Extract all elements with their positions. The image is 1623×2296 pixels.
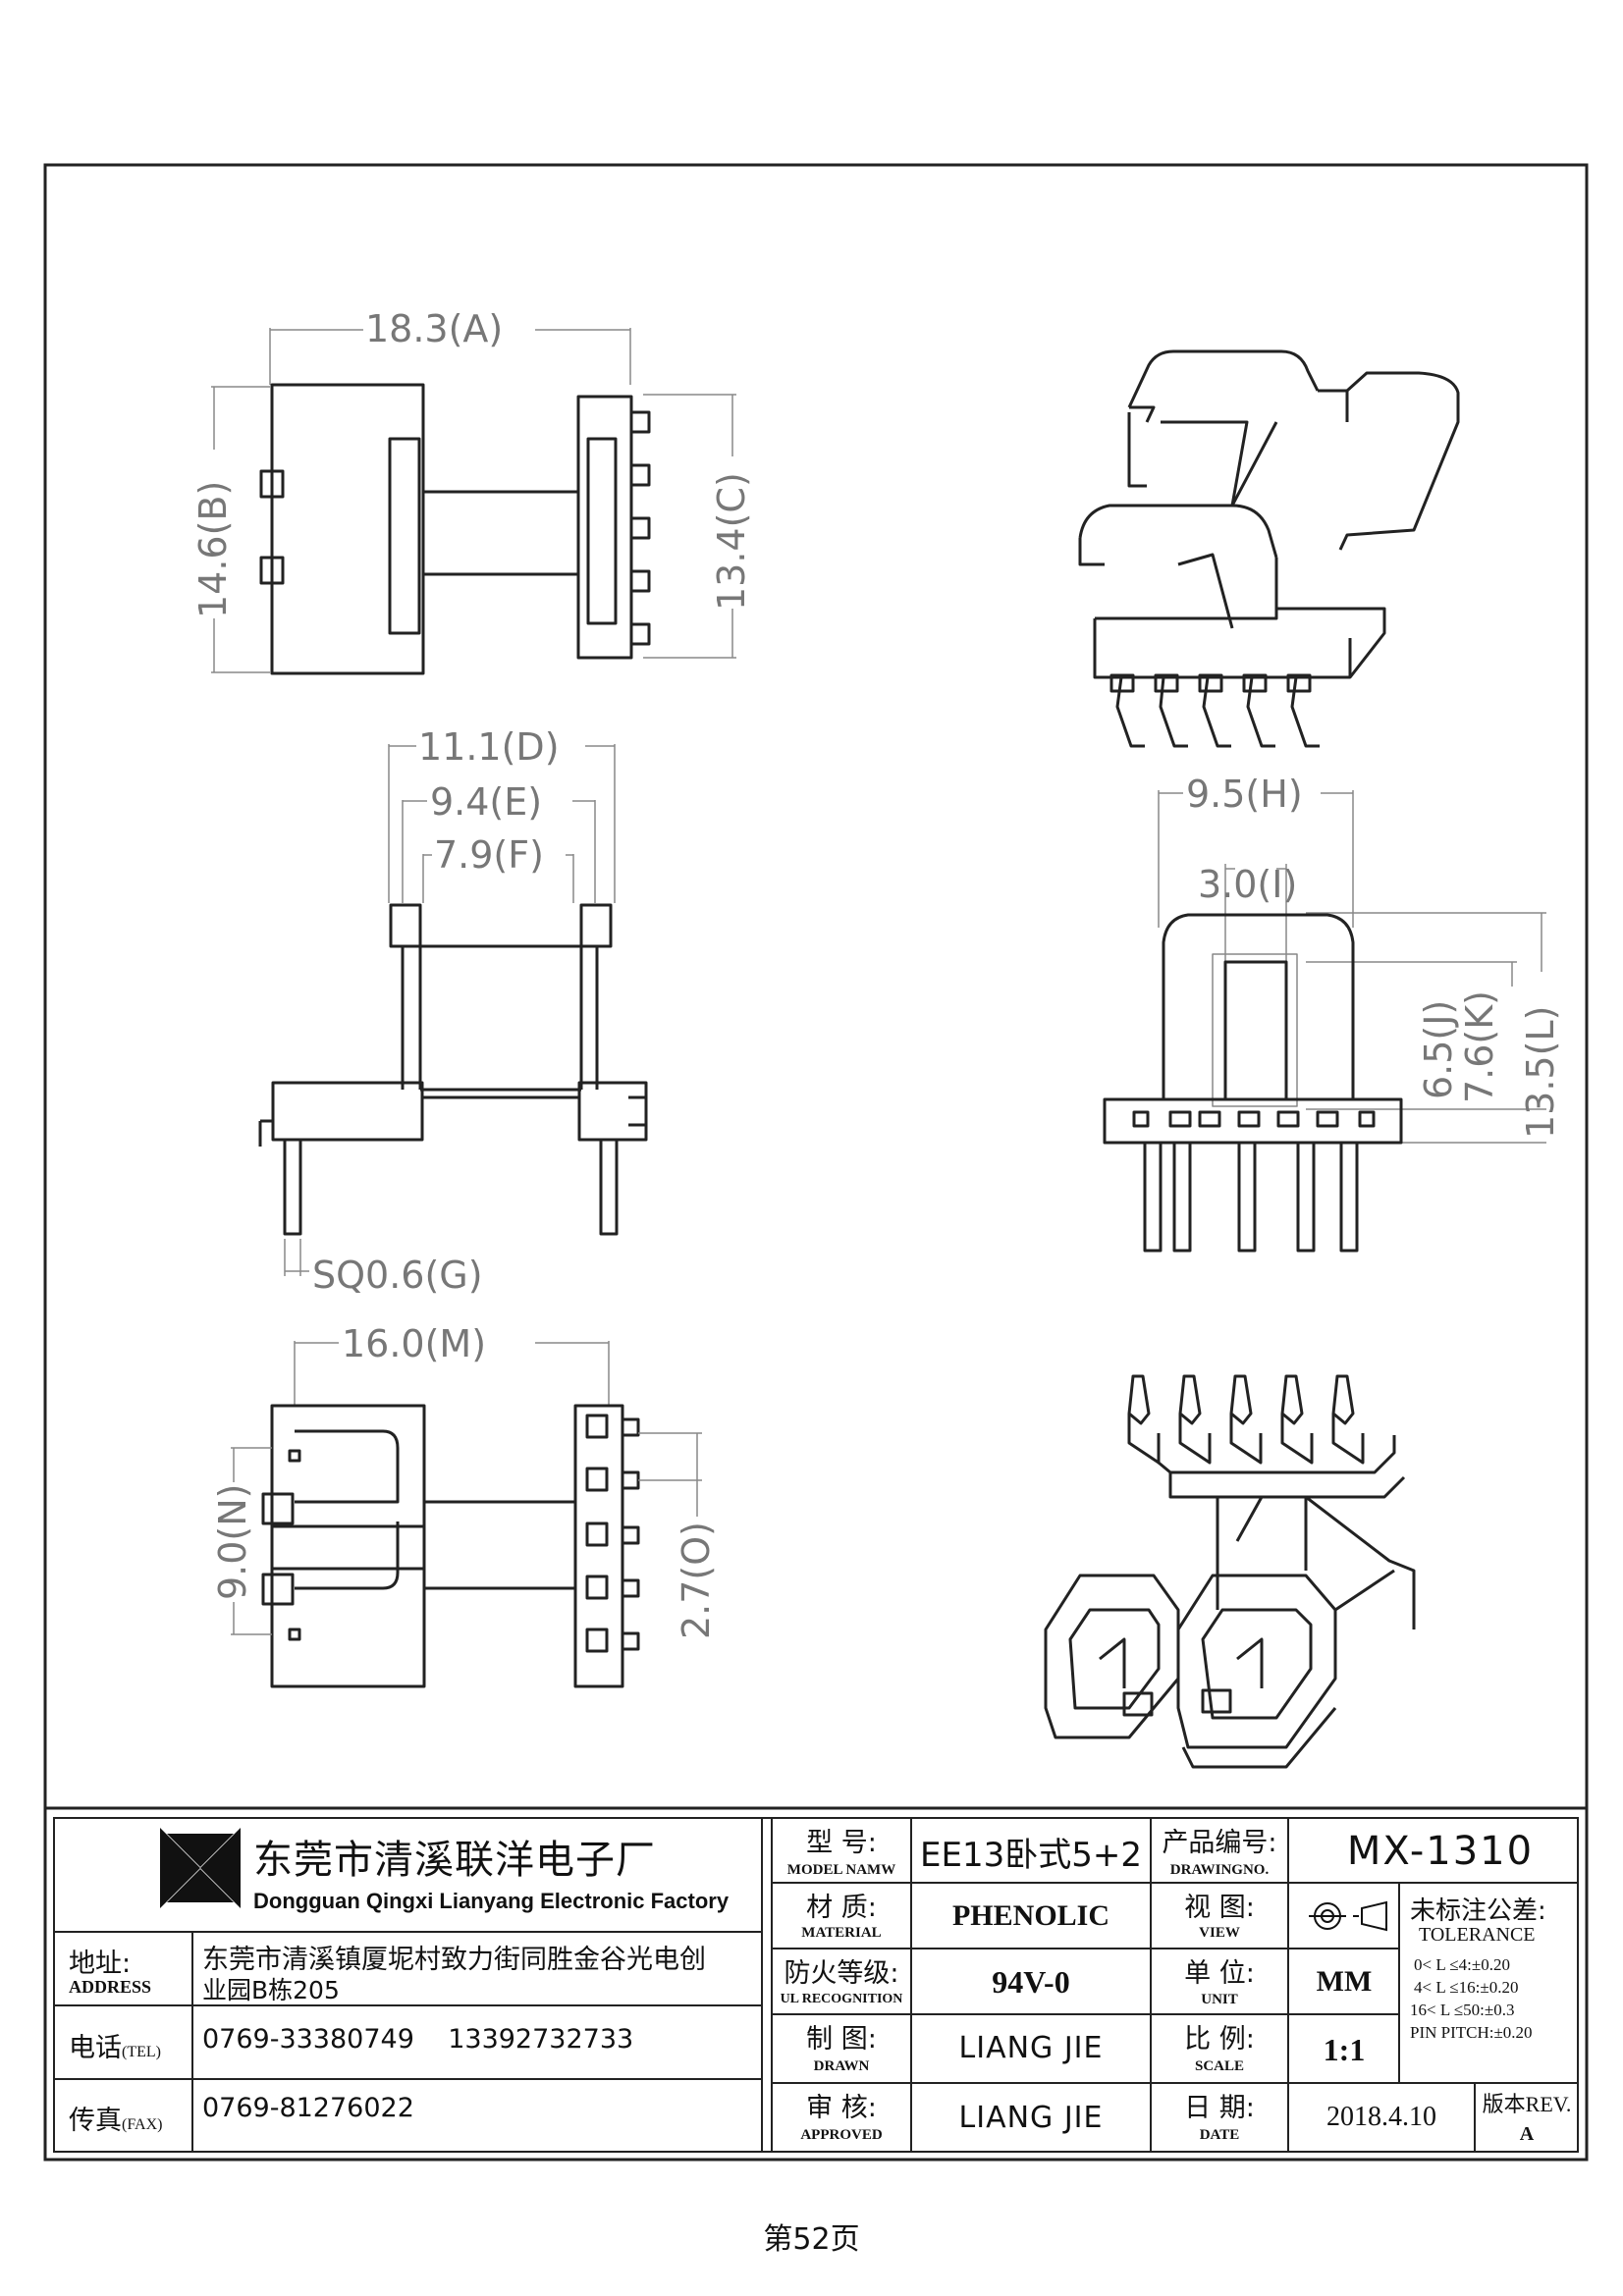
isometric-view-bottom [1044, 1374, 1416, 1769]
dim-n: 9.0(N) [211, 1483, 254, 1600]
dim-l: 13.5(L) [1519, 1006, 1562, 1139]
dim-k: 7.6(K) [1458, 990, 1501, 1103]
dim-a: 18.3(A) [365, 307, 503, 350]
page-number: 第52页 [763, 2222, 860, 2257]
dim-b: 14.6(B) [191, 481, 235, 618]
company-logo [160, 1828, 241, 1908]
title-block-grid [43, 1806, 1589, 2162]
dim-o: 2.7(O) [675, 1522, 718, 1639]
bottom-view [231, 1341, 702, 1688]
dim-g: SQ0.6(G) [312, 1254, 483, 1297]
top-view [211, 328, 736, 675]
front-view [258, 744, 648, 1276]
dim-m: 16.0(M) [342, 1322, 486, 1365]
dim-i: 3.0(I) [1198, 863, 1297, 906]
dim-j: 6.5(J) [1417, 1000, 1460, 1099]
dim-f: 7.9(F) [434, 833, 544, 877]
dim-e: 9.4(E) [430, 780, 542, 824]
dim-h: 9.5(H) [1186, 773, 1303, 816]
isometric-view-top [1078, 349, 1460, 748]
side-view [1103, 790, 1546, 1253]
dim-c: 13.4(C) [710, 472, 753, 611]
drawing-area [211, 328, 1546, 1769]
dim-d: 11.1(D) [418, 725, 560, 769]
dimension-labels: 18.3(A) 14.6(B) 13.4(C) 11.1(D) 9.4(E) 7… [191, 307, 1562, 1639]
view-symbol [1309, 1900, 1387, 1932]
